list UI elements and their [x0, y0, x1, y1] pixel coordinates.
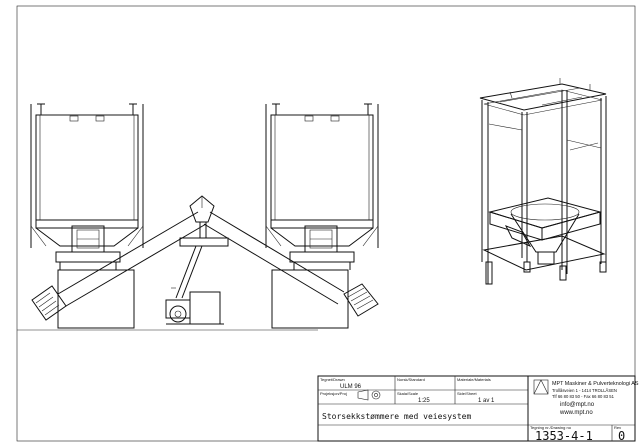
sheet-value: 1 av 1: [478, 398, 495, 404]
drawing-no-label: Tegning nr./Drawing no: [530, 425, 572, 430]
central-junction: [165, 195, 229, 325]
projection-symbol-icon: [357, 389, 381, 401]
right-screw-conveyor: [203, 211, 379, 317]
scale-value: 1:25: [418, 398, 430, 404]
right-bag-discharger: [265, 103, 379, 329]
sheet-label: Side/Sheet: [457, 391, 477, 396]
material-label: Materiale/Materials: [457, 377, 491, 382]
revision-label: Rev: [614, 425, 621, 430]
company-address: Trollåsveien 1 - 1414 TROLLÅSEN: [552, 388, 617, 393]
drawn-by-label: Tegnet/Drawn: [320, 377, 345, 382]
drawn-by-value: ULM 96: [340, 384, 362, 390]
company-email: info@mpt.no: [560, 402, 595, 408]
standard-label: Norsk/Standard: [397, 377, 425, 382]
revision-value: 0: [618, 429, 625, 443]
drawing-title: Storsekkstømmere med veiesystem: [322, 412, 471, 421]
company-phone: Tlf 66 80 83 50 - Fax 66 80 83 51: [552, 394, 615, 399]
left-bag-discharger: [30, 103, 144, 329]
drawing-number: 1353-4-1: [535, 429, 593, 443]
company-logo-icon: [533, 379, 549, 395]
scale-label: Skala/Scale: [397, 391, 419, 396]
title-block: Tegnet/Drawn Norsk/Standard Materiale/Ma…: [317, 375, 639, 443]
company-name: MPT Maskiner & Pulverteknologi AS: [552, 381, 639, 387]
company-web: www.mpt.no: [559, 410, 593, 416]
isometric-discharger-view: [479, 78, 607, 285]
projection-label: Projeksjon/Proj: [320, 391, 347, 396]
